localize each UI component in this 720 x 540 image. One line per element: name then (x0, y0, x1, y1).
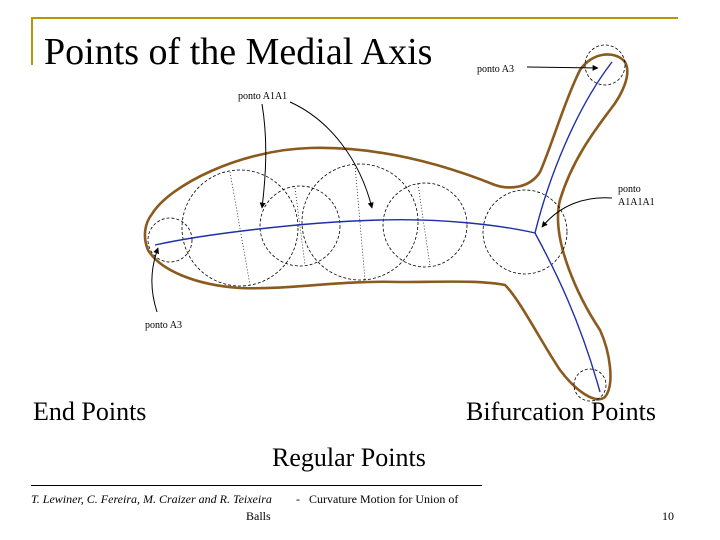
slide-title: Points of the Medial Axis (44, 31, 433, 73)
inscribed-ball (181, 169, 299, 287)
arrow-a1a1a1 (541, 197, 613, 228)
inscribed-ball (573, 368, 607, 402)
label-end-points: End Points (33, 397, 147, 426)
inscribed-ball (301, 163, 419, 281)
inscribed-ball (382, 182, 468, 268)
tangency-chords (229, 164, 431, 286)
tangency-chord (229, 171, 251, 286)
shape-outline (143, 53, 629, 401)
footer-talk-title-line2: Balls (246, 509, 271, 523)
annotation-a1a1a1-line1: ponto (618, 184, 641, 195)
footer-rule (31, 485, 482, 486)
footer-talk-title: - Curvature Motion for Union of (296, 492, 458, 507)
title-frame-left-rule (31, 17, 33, 65)
tangency-chord (417, 183, 431, 267)
tangency-chord (294, 187, 306, 266)
annotation-a1a1a1-line2: A1A1A1 (618, 197, 655, 208)
footer-separator: - (296, 492, 300, 506)
medial-axis-branch-lower (534, 232, 601, 393)
arrow-a1a1-left (259, 103, 267, 209)
annotation-a3-bottom: ponto A3 (145, 320, 182, 331)
footer-talk-title-line1: Curvature Motion for Union of (309, 492, 459, 506)
annotation-a3-top: ponto A3 (477, 64, 514, 75)
medial-axis-branch-upper (534, 61, 613, 234)
inscribed-ball (259, 185, 341, 267)
title-frame-top-rule (31, 17, 678, 19)
annotation-a1a1: ponto A1A1 (238, 91, 287, 102)
page-number: 10 (662, 509, 674, 523)
inscribed-ball (147, 217, 193, 263)
footer-authors: T. Lewiner, C. Fereira, M. Craizer and R… (31, 492, 272, 506)
tangency-chord (354, 164, 366, 281)
medial-axis-line (154, 218, 536, 246)
label-bifurcation-points: Bifurcation Points (466, 397, 656, 426)
inscribed-ball (584, 44, 626, 86)
label-regular-points: Regular Points (272, 443, 426, 472)
inscribed-balls (147, 44, 626, 402)
arrow-a3-top (526, 64, 599, 71)
inscribed-ball (482, 189, 568, 275)
arrow-a3-bottom (151, 247, 159, 313)
arrow-a1a1-right (289, 101, 374, 209)
